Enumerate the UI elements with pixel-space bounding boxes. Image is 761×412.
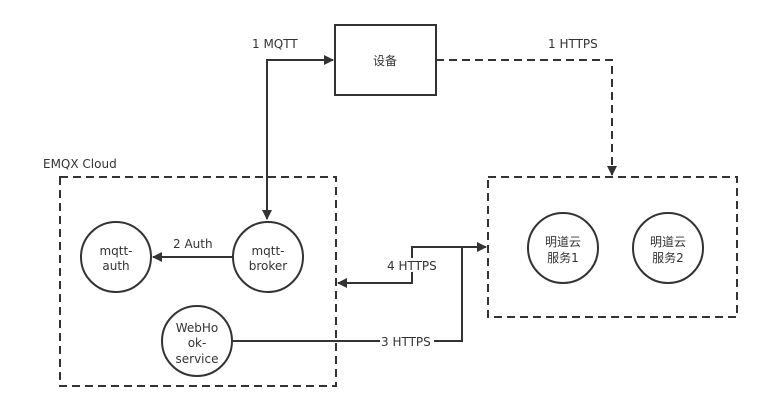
mqtt-broker-label-line1: mqtt- [251, 244, 284, 258]
mqtt-auth-label-line2: auth [102, 259, 129, 273]
mqtt-auth-label-line1: mqtt- [99, 244, 132, 258]
emqx-cloud-label: EMQX Cloud [43, 157, 117, 171]
service-1-label-line2: 服务1 [547, 250, 579, 265]
mqtt-auth-node[interactable] [80, 221, 152, 293]
edge-https-3-label-bg [380, 334, 434, 348]
webhook-label-line2: ok- [188, 336, 207, 350]
webhook-label-line3: service [176, 352, 219, 366]
webhook-label-line1: WebHo [176, 321, 219, 335]
mingdao-group[interactable] [487, 176, 738, 318]
emqx-cloud-group[interactable] [59, 176, 337, 387]
device-label: 设备 [373, 54, 397, 68]
service-2-label-line1: 明道云 [650, 235, 686, 249]
device-node[interactable] [334, 24, 437, 96]
edge-https-4-label: 4 HTTPS [387, 259, 437, 273]
service-2-node[interactable] [632, 212, 704, 284]
edge-mqtt-label: 1 MQTT [252, 37, 298, 51]
edge-https-1-label: 1 HTTPS [548, 37, 598, 51]
edge-auth-label: 2 Auth [173, 237, 213, 251]
edge-https-3[interactable] [232, 247, 463, 342]
edge-https-4-label-bg [383, 258, 441, 272]
edge-mqtt[interactable] [266, 55, 334, 208]
service-1-node[interactable] [527, 212, 599, 284]
edge-https-3-label: 3 HTTPS [381, 335, 431, 349]
service-2-label-line2: 服务2 [652, 250, 684, 265]
service-1-label-line1: 明道云 [545, 235, 581, 249]
edge-https-1[interactable] [436, 59, 617, 176]
mqtt-broker-label-line2: broker [249, 259, 288, 273]
